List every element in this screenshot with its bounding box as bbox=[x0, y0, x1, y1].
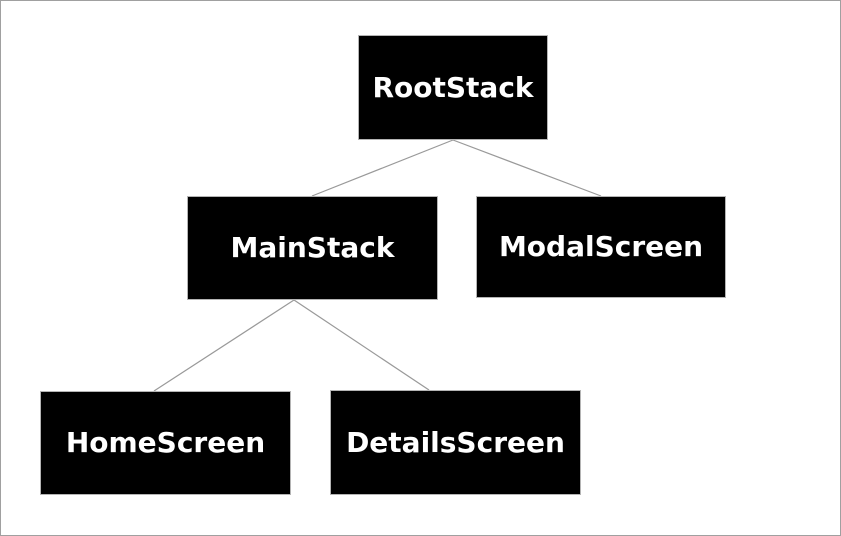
node-rootstack[interactable]: RootStack bbox=[358, 35, 548, 140]
node-mainstack-label: MainStack bbox=[230, 231, 395, 264]
edge-mainstack-to-homescreen bbox=[153, 299, 295, 392]
node-modalscreen-label: ModalScreen bbox=[498, 230, 704, 263]
node-mainstack[interactable]: MainStack bbox=[187, 196, 438, 300]
edge-rootstack-to-mainstack bbox=[311, 139, 454, 197]
node-homescreen-label: HomeScreen bbox=[65, 426, 266, 459]
node-modalscreen[interactable]: ModalScreen bbox=[476, 196, 726, 298]
node-detailsscreen[interactable]: DetailsScreen bbox=[330, 390, 581, 495]
node-homescreen[interactable]: HomeScreen bbox=[40, 391, 291, 495]
edge-rootstack-to-modalscreen bbox=[452, 139, 602, 197]
node-detailsscreen-label: DetailsScreen bbox=[346, 425, 565, 459]
edge-mainstack-to-detailsscreen bbox=[293, 299, 430, 391]
node-rootstack-label: RootStack bbox=[372, 70, 534, 104]
